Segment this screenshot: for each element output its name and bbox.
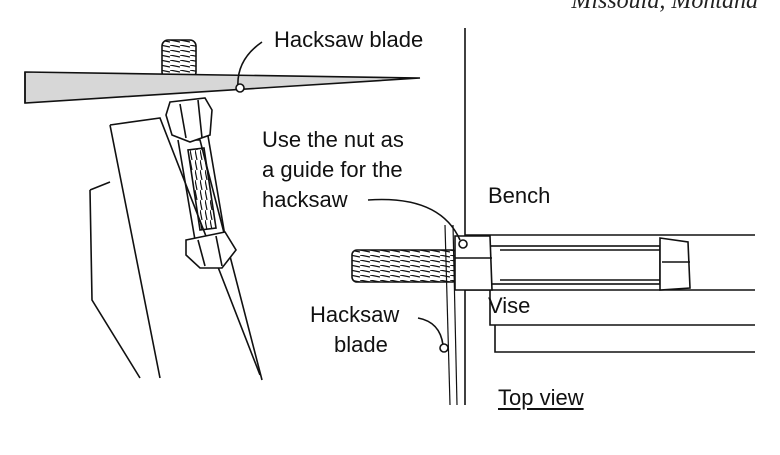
label-hacksaw-blade-side-1: Hacksaw (310, 302, 400, 327)
hacksaw-blade-side (24, 71, 421, 104)
leader-line-blade (237, 41, 263, 89)
nut-side (165, 97, 213, 143)
label-nut-guide-1: Use the nut as (262, 127, 404, 152)
label-hacksaw-blade: Hacksaw blade (274, 27, 424, 52)
label-top-view: Top view (498, 385, 584, 410)
label-nut-guide-2: a guide for the (262, 157, 403, 182)
top-view (351, 28, 755, 406)
bolt-shank-side (177, 135, 237, 269)
label-hacksaw-blade-side-2: blade (334, 332, 388, 357)
label-vise: Vise (488, 293, 531, 318)
bolt-thread-top (161, 39, 197, 79)
leader-dot (235, 83, 245, 93)
label-nut-guide-3: hacksaw (262, 187, 348, 212)
label-bench: Bench (488, 183, 551, 208)
credit-text: Missoula, Montana (571, 0, 758, 14)
